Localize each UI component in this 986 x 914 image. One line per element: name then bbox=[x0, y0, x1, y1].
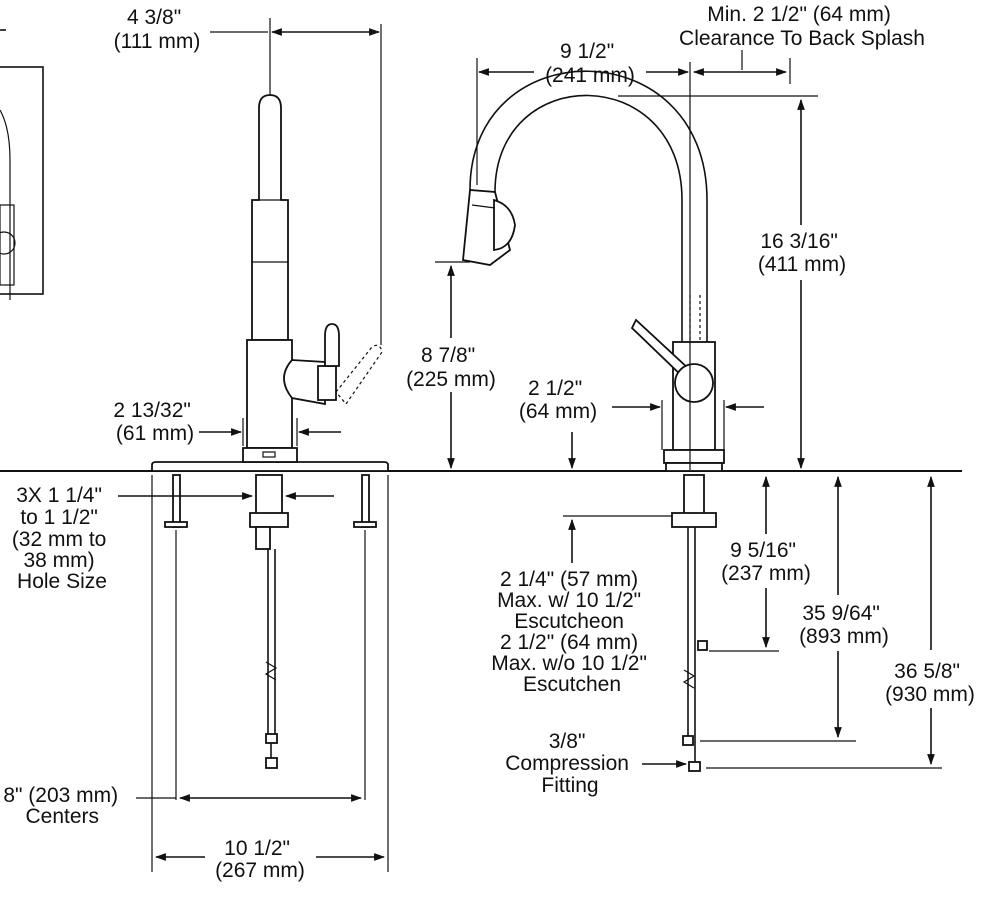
label-overall-height: 16 3/16" (411 mm) bbox=[758, 230, 846, 276]
front-view-faucet bbox=[462, 70, 725, 772]
label-spout-height: 8 7/8" (225 mm) bbox=[406, 344, 496, 391]
label-compression-fitting: 3/8" Compression Fitting bbox=[505, 730, 635, 797]
label-spout-reach-front: 9 1/2" (241 mm) bbox=[545, 40, 635, 87]
label-base-width-side: 2 13/32" (61 mm) bbox=[113, 399, 196, 445]
label-overall-length: 36 5/8" (930 mm) bbox=[885, 660, 975, 706]
label-mounting-depth: 2 1/4" (57 mm) Max. w/ 10 1/2" Escutcheo… bbox=[491, 568, 653, 696]
label-shank-length: 9 5/16" (237 mm) bbox=[721, 539, 811, 585]
label-supply-length: 35 9/64" (893 mm) bbox=[799, 602, 889, 648]
label-hole-size: 3X 1 1/4" to 1 1/2" (32 mm to 38 mm) Hol… bbox=[12, 484, 112, 593]
label-spout-reach-side: 4 3/8" (111 mm) bbox=[114, 6, 201, 53]
inset-detail-box bbox=[0, 29, 44, 300]
label-base-width-front: 2 1/2" (64 mm) bbox=[519, 377, 597, 423]
side-view-faucet bbox=[151, 94, 389, 800]
label-back-splash-clearance: Min. 2 1/2" (64 mm) Clearance To Back Sp… bbox=[679, 3, 925, 50]
label-escutcheon-width: 10 1/2" (267 mm) bbox=[215, 837, 305, 882]
dimension-lines bbox=[118, 18, 942, 872]
label-hole-centers: 8" (203 mm) Centers bbox=[3, 784, 124, 828]
